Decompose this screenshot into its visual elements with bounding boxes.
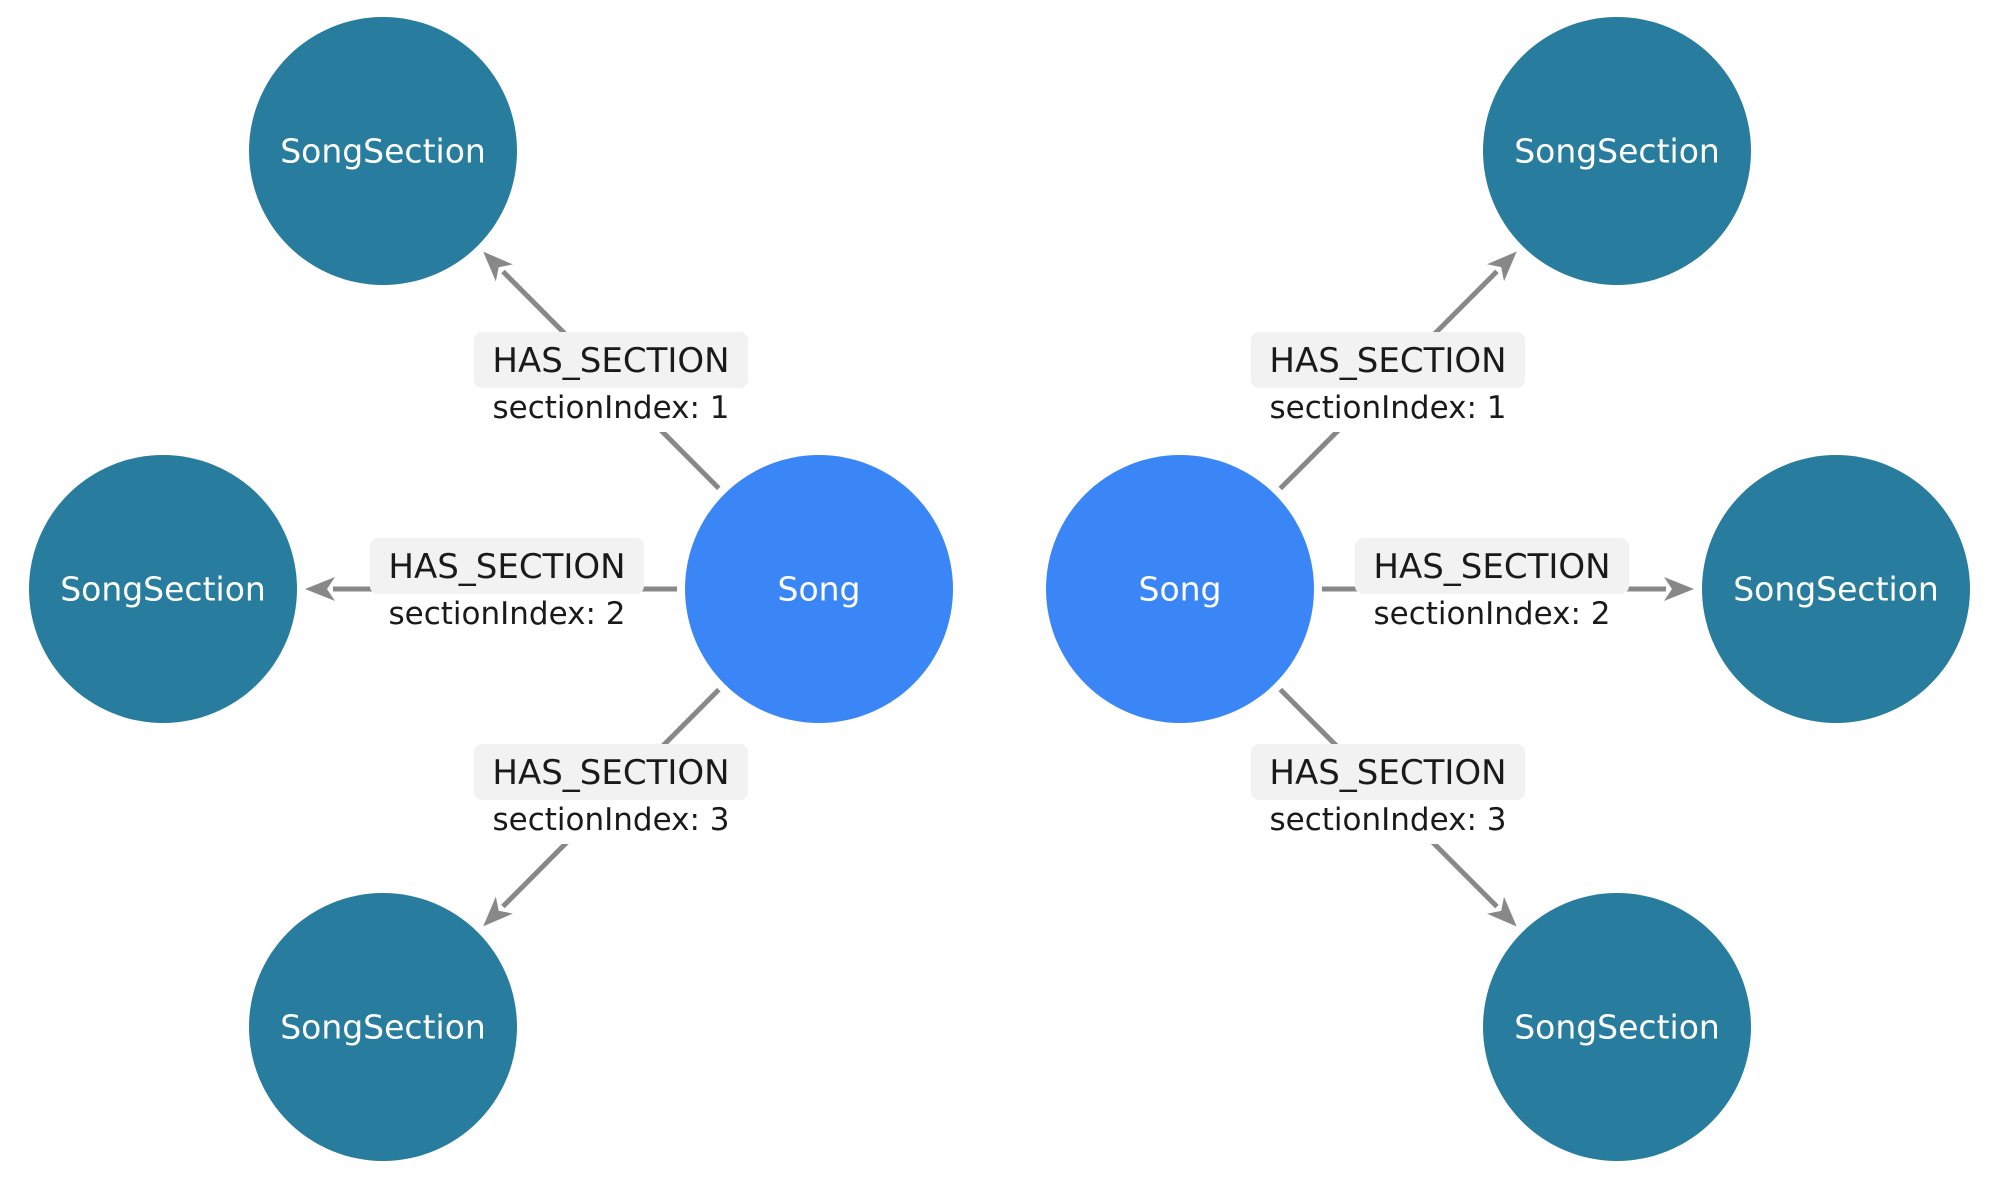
song-section-node-circle[interactable] [249,893,517,1161]
arrowhead-icon [305,577,335,601]
song-node-circle[interactable] [1046,455,1314,723]
arrowhead-icon [1487,896,1517,927]
edge-property-label: sectionIndex: 1 [492,390,729,426]
nodes-layer: SongSectionSongSectionSongSectionSongSon… [29,17,1970,1161]
edge-label-background [474,744,748,800]
edge-label-background [370,538,644,594]
edge-label: HAS_SECTION sectionIndex: 1 [474,332,748,432]
edge-type-label: HAS_SECTION [1269,753,1506,793]
song-section-node[interactable]: SongSection [249,17,517,285]
arrowhead-icon [483,896,513,927]
edge-property-backdrop [1283,800,1493,844]
edge-label-background [474,332,748,388]
song-section-node[interactable]: SongSection [1483,17,1751,285]
edge-type-label: HAS_SECTION [388,547,625,587]
song-node-label: Song [1139,570,1222,609]
song-node-label: Song [778,570,861,609]
edge-label-background [1355,538,1629,594]
song-section-node-circle[interactable] [1702,455,1970,723]
song-section-node[interactable]: SongSection [1702,455,1970,723]
edge-property-backdrop [1387,594,1597,638]
song-node-circle[interactable] [685,455,953,723]
edge-label: HAS_SECTION sectionIndex: 3 [474,744,748,844]
arrowhead-icon [483,251,513,282]
edge-label: HAS_SECTION sectionIndex: 1 [1251,332,1525,432]
song-section-node-circle[interactable] [29,455,297,723]
arrowhead-icon [1664,577,1694,601]
edge-property-label: sectionIndex: 3 [492,802,729,838]
song-node[interactable]: Song [685,455,953,723]
edge-property-label: sectionIndex: 2 [388,596,625,632]
edge-property-label: sectionIndex: 1 [1269,390,1506,426]
edge-property-backdrop [1283,388,1493,432]
song-section-node-label: SongSection [1514,1008,1720,1047]
edge-type-label: HAS_SECTION [492,753,729,793]
edge-type-label: HAS_SECTION [1373,547,1610,587]
song-section-node-label: SongSection [60,570,266,609]
song-section-node-label: SongSection [1733,570,1939,609]
song-section-node[interactable]: SongSection [29,455,297,723]
song-section-node-circle[interactable] [1483,17,1751,285]
edge-type-label: HAS_SECTION [492,341,729,381]
song-section-node[interactable]: SongSection [1483,893,1751,1161]
edge-property-label: sectionIndex: 3 [1269,802,1506,838]
edge-property-label: sectionIndex: 2 [1373,596,1610,632]
edge-label: HAS_SECTION sectionIndex: 2 [1355,538,1629,638]
song-section-node[interactable]: SongSection [249,893,517,1161]
edge-property-backdrop [506,388,716,432]
song-section-node-circle[interactable] [249,17,517,285]
song-section-node-label: SongSection [1514,132,1720,171]
song-section-node-circle[interactable] [1483,893,1751,1161]
edge-label-background [1251,744,1525,800]
edge-property-backdrop [402,594,612,638]
edge-property-backdrop [506,800,716,844]
song-node[interactable]: Song [1046,455,1314,723]
edge-label: HAS_SECTION sectionIndex: 2 [370,538,644,638]
arrowhead-icon [1487,251,1517,282]
edge-label-background [1251,332,1525,388]
edge-label: HAS_SECTION sectionIndex: 3 [1251,744,1525,844]
edge-type-label: HAS_SECTION [1269,341,1506,381]
song-section-node-label: SongSection [280,1008,486,1047]
song-section-node-label: SongSection [280,132,486,171]
